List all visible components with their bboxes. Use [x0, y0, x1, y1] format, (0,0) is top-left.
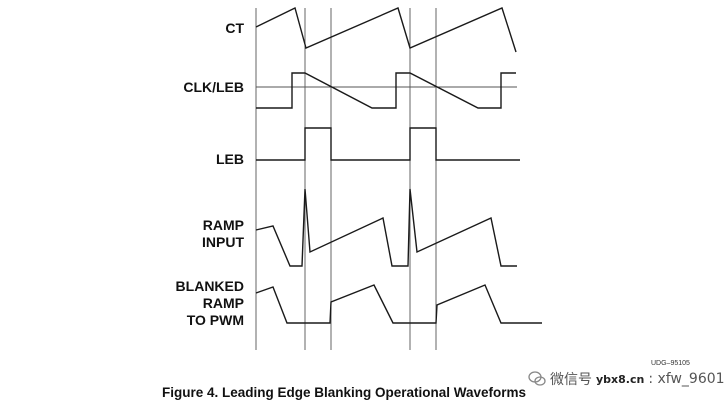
timing-guides	[255, 8, 437, 350]
waveform-ct	[255, 7, 517, 53]
wechat-icon	[528, 371, 546, 386]
signal-label-clk-leb: CLK/LEB	[183, 79, 244, 95]
signal-label-blanked-ramp: BLANKED RAMP TO PWM	[175, 278, 244, 328]
waveform-blanked-ramp	[255, 284, 542, 324]
watermark-site: ybx8.cn	[596, 372, 645, 386]
signal-label-ramp-input: RAMP INPUT	[202, 217, 244, 250]
watermark: 微信号 ybx8.cn : xfw_9601	[528, 369, 725, 389]
waveform-clk-leb	[256, 72, 516, 109]
figure-caption: Figure 4. Leading Edge Blanking Operatio…	[162, 385, 527, 400]
watermark-account: : xfw_9601	[648, 371, 725, 387]
waveform-ramp-input	[255, 188, 517, 267]
signal-label-ct: CT	[225, 20, 244, 36]
waveform-leb	[256, 127, 520, 161]
watermark-prefix: 微信号	[550, 372, 592, 388]
figure-reference-code: UDG–95105	[651, 360, 690, 367]
signal-label-leb: LEB	[216, 151, 244, 167]
